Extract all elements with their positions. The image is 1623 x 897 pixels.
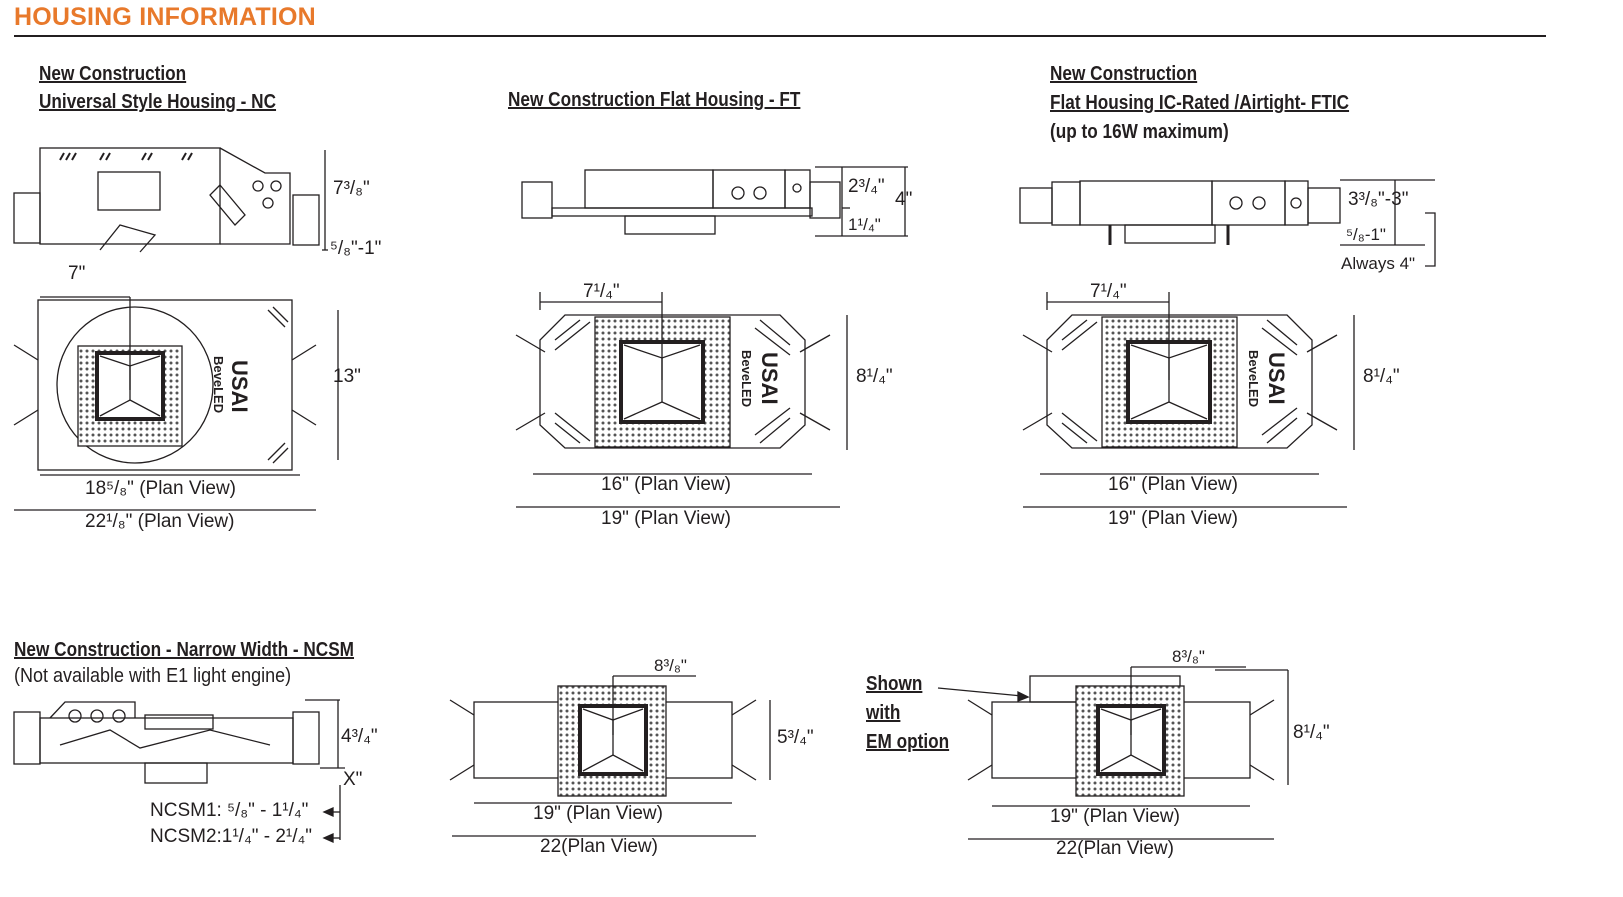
ft-dim-outer-length: 19" (Plan View) [601,508,731,529]
em-dim-outer-length: 22(Plan View) [1056,838,1174,859]
ftic-plan-view: USAI BeveLED [1022,292,1355,508]
nc-title-line1: New Construction [39,63,187,85]
ft-dim-lower: 1¹/₄" [848,215,881,234]
ncsm-side-view [13,699,345,844]
ft-dim-inner-length: 16" (Plan View) [601,474,731,495]
ncsm-dim-x: X" [343,769,363,790]
ft-dim-upper: 2³/₄" [848,176,885,197]
ftic-title-line2: Flat Housing IC-Rated /Airtight- FTIC [1050,92,1350,114]
ftic-note: (up to 16W maximum) [1050,121,1229,143]
ncsm-note: (Not available with E1 light engine) [14,665,292,687]
em-label-line2: with [866,702,901,724]
ft-title: New Construction Flat Housing - FT [508,89,801,111]
ft-dim-total: 4" [895,189,913,210]
ncsm-plan-dim-offset: 8³/₈" [654,656,687,675]
header-divider [14,35,1546,37]
nc-side-view [13,147,328,253]
ft-dim-offset: 7¹/₄" [583,281,620,302]
ncsm2-dim: NCSM2:1¹/₄" - 2¹/₄" [150,826,313,847]
ftic-dim-total: Always 4" [1341,254,1416,273]
ncsm-plan-dim-width: 5³/₄" [777,727,814,748]
ncsm-plan-dim-outer-length: 22(Plan View) [540,836,658,857]
ftic-dim-offset: 7¹/₄" [1090,281,1127,302]
nc-title-line2: Universal Style Housing - NC [39,91,277,113]
ftic-dim-lower: ⁵/₈-1" [1346,225,1386,244]
ftic-title-line1: New Construction [1050,63,1198,85]
ftic-dim-upper: 3³/₈"-3" [1348,189,1409,210]
nc-dim-offset: 7" [68,263,86,284]
nc-plan-view: USAI BeveLED [13,296,339,511]
ftic-dim-width: 8¹/₄" [1363,366,1400,387]
nc-logo-brand: USAI [227,360,252,413]
ncsm-plan-view [449,675,771,837]
em-label-line1: Shown [866,673,923,695]
nc-dim-below: ⁵/₈"-1" [330,238,382,259]
ftic-logo-brand: USAI [1264,352,1289,405]
ncsm-title: New Construction - Narrow Width - NCSM [14,639,355,661]
ft-logo-brand: USAI [757,352,782,405]
ncsm1-dim: NCSM1: ⁵/₈" - 1¹/₄" [150,800,309,821]
ft-plan-view: USAI BeveLED [515,292,848,508]
em-dim-width: 8¹/₄" [1293,722,1330,743]
ft-side-view [521,166,908,237]
em-plan-view [937,666,1289,840]
ft-dim-width: 8¹/₄" [856,366,893,387]
ftic-logo-product: BeveLED [1246,350,1261,407]
ft-logo-product: BeveLED [739,350,754,407]
section-title: HOUSING INFORMATION [14,3,316,31]
nc-dim-height: 7³/₈" [333,178,370,199]
nc-dim-width: 13" [333,366,361,387]
em-label-line3: EM option [866,731,950,753]
em-dim-offset: 8³/₈" [1172,647,1205,666]
ncsm-dim-height: 4³/₄" [341,726,378,747]
em-dim-inner-length: 19" (Plan View) [1050,806,1180,827]
nc-dim-inner-length: 18⁵/₈" (Plan View) [85,478,236,499]
ftic-dim-inner-length: 16" (Plan View) [1108,474,1238,495]
ftic-dim-outer-length: 19" (Plan View) [1108,508,1238,529]
nc-dim-outer-length: 22¹/₈" (Plan View) [85,511,235,532]
ncsm-plan-dim-inner-length: 19" (Plan View) [533,803,663,824]
ftic-side-view [1019,179,1436,267]
nc-logo-product: BeveLED [211,356,226,413]
